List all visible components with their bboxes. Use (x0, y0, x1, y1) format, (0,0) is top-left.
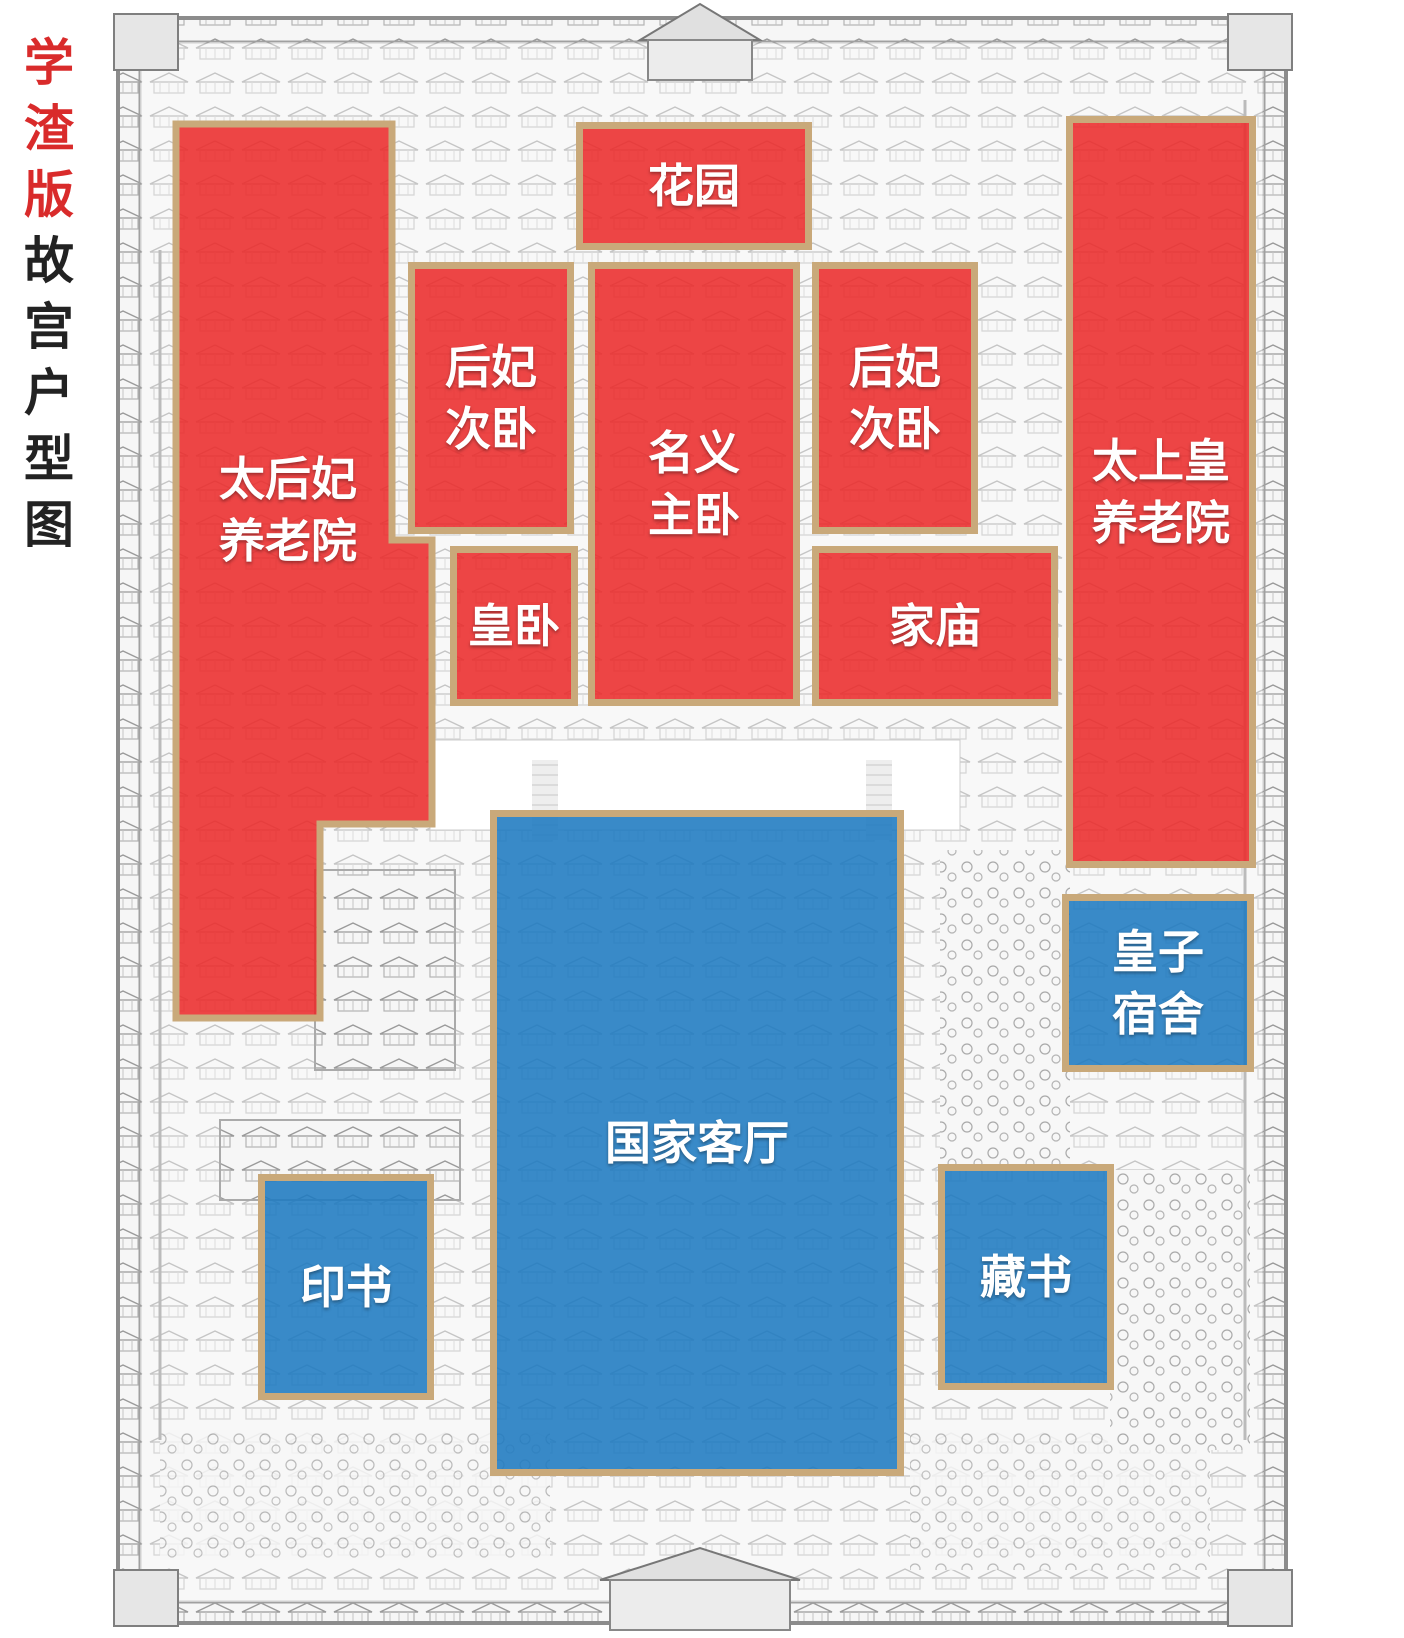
title-char: 版 (24, 166, 74, 224)
title-char: 学 (24, 34, 74, 92)
zone-princes-dormitory-label: 皇子 宿舍 (1112, 925, 1204, 1041)
title-char: 型 (24, 430, 74, 488)
zone-printing-label: 印书 (300, 1260, 392, 1314)
zone-emperor-bedroom: 皇卧 (450, 546, 578, 706)
zone-library: 藏书 (938, 1164, 1114, 1390)
zone-ancestral-temple-label: 家庙 (889, 599, 981, 653)
zone-state-living-room: 国家客厅 (490, 810, 904, 1476)
title-char: 渣 (24, 100, 74, 158)
zone-princes-dormitory: 皇子 宿舍 (1062, 894, 1254, 1072)
title-char: 故 (24, 232, 74, 290)
zone-emperor-bedroom-label: 皇卧 (468, 599, 560, 653)
zone-state-living-room-label: 国家客厅 (605, 1116, 789, 1170)
zone-retired-emperor: 太上皇 养老院 (1066, 116, 1256, 868)
zone-garden-label: 花园 (648, 159, 740, 213)
zone-consort-east: 后妃 次卧 (812, 262, 978, 534)
zone-master-bedroom: 名义 主卧 (588, 262, 800, 706)
zone-printing: 印书 (258, 1174, 434, 1400)
map-title: 学 渣 版 故 宫 户 型 图 (18, 30, 80, 558)
zone-empress-dowager-label: 太后妃 养老院 (219, 452, 357, 568)
zone-retired-emperor-label: 太上皇 养老院 (1092, 434, 1230, 550)
zone-consort-west-label: 后妃 次卧 (445, 340, 537, 456)
zone-consort-west: 后妃 次卧 (408, 262, 574, 534)
title-char: 户 (24, 364, 74, 422)
zone-consort-east-label: 后妃 次卧 (849, 340, 941, 456)
zone-empress-dowager-shape (172, 120, 436, 1022)
zone-library-label: 藏书 (980, 1250, 1072, 1304)
zone-ancestral-temple: 家庙 (812, 546, 1058, 706)
title-char: 宫 (24, 298, 74, 356)
palace-map: 太后妃 养老院 花园 后妃 次卧 名义 主卧 后妃 次卧 太上皇 养老院 皇卧 … (100, 0, 1404, 1638)
zone-garden: 花园 (576, 122, 812, 250)
zone-master-bedroom-label: 名义 主卧 (648, 426, 740, 542)
title-char: 图 (24, 496, 74, 554)
